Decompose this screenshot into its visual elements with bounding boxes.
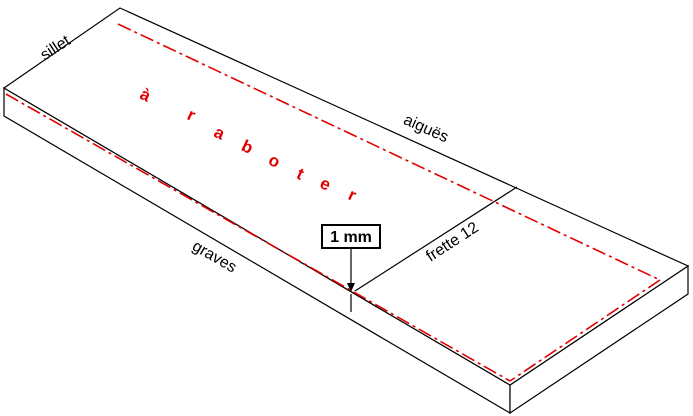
- planing-line-bass: [5, 93, 511, 382]
- top-face: [2, 7, 690, 386]
- fret-12-line: [354, 186, 518, 292]
- planing-line-end: [509, 279, 661, 382]
- thickness-arrow-head: [347, 283, 355, 292]
- thickness-label-box: [321, 224, 381, 249]
- thickness-label: 1 mm: [330, 229, 372, 246]
